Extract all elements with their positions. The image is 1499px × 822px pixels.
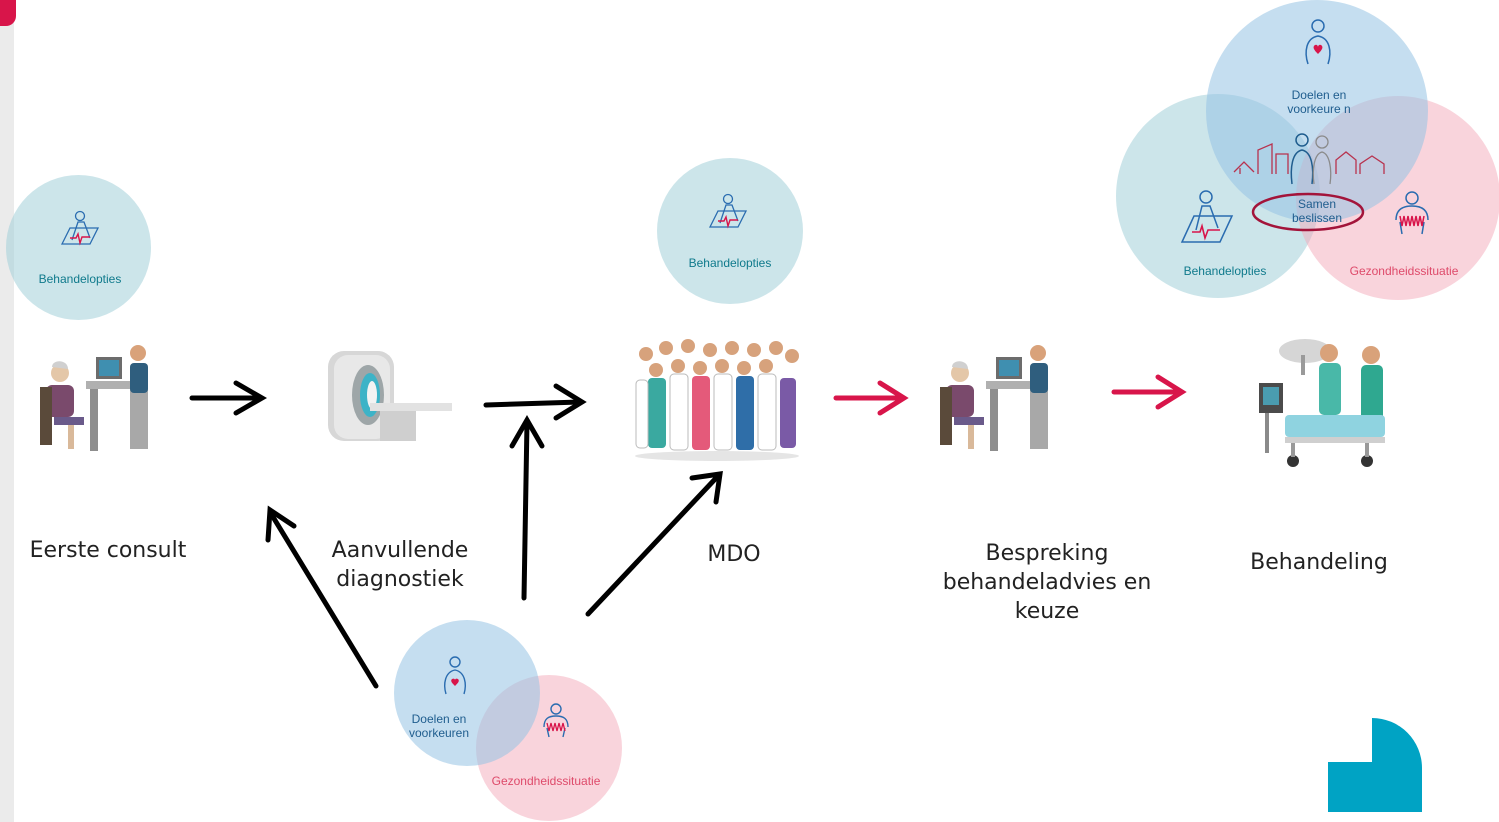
behandelopties-label-mdo: Behandelopties — [688, 256, 772, 270]
arrow-input-to-mdo — [585, 471, 723, 617]
gezondheid-label-venn: Gezondheidssituatie — [1349, 264, 1459, 278]
gezondheid-label-bottom: Gezondheidssituatie — [491, 774, 601, 788]
step-label-behandeling: Behandeling — [1250, 550, 1388, 575]
doelen-label-bottom: Doelen en voorkeuren — [408, 712, 470, 740]
doelen-label-venn: Doelen en voorkeure n — [1287, 88, 1351, 116]
step-label-aanvullende-diagnostiek: Aanvullende diagnostiek — [331, 538, 469, 592]
behandelopties-bubble-left — [6, 175, 151, 320]
step-label-mdo: MDO — [707, 542, 761, 567]
step-label-eerste-consult: Eerste consult — [29, 538, 187, 563]
patient-heart-icon — [444, 656, 466, 695]
behandelopties-label-venn: Behandelopties — [1183, 264, 1267, 278]
treatment-options-icon — [708, 193, 748, 229]
consultation-illustration — [40, 345, 148, 451]
arrow-input-to-diagnostics-link — [509, 414, 545, 601]
treatment-options-icon — [1180, 190, 1234, 243]
bottom-doelen-circle — [394, 620, 540, 766]
behandelopties-label-left: Behandelopties — [38, 272, 122, 286]
brand-logo — [1328, 718, 1422, 812]
samen-beslissen-ring — [1251, 192, 1365, 232]
health-status-icon — [1395, 191, 1429, 235]
treatment-options-icon — [60, 210, 100, 246]
arrow-mdo-to-bespreking — [833, 380, 909, 416]
city-and-people-icon — [1233, 133, 1385, 185]
arrow-consult-to-diagnostics — [189, 380, 268, 416]
arrow-diagnostics-to-mdo — [483, 383, 587, 421]
venn-doelen-circle — [1206, 0, 1428, 222]
step-label-bespreking: Bespreking behandeladvies en keuze — [942, 541, 1152, 624]
mri-scanner-illustration — [328, 351, 452, 441]
left-accent-mark — [0, 0, 16, 26]
health-status-icon — [543, 703, 569, 738]
patient-heart-icon — [1305, 19, 1331, 65]
medical-team-illustration — [635, 339, 799, 461]
behandelopties-bubble-mdo — [657, 158, 803, 304]
arrow-bespreking-to-behandeling — [1111, 374, 1187, 410]
consultation-illustration — [940, 345, 1048, 451]
operating-room-illustration — [1259, 339, 1385, 467]
arrow-input-to-consult — [265, 505, 379, 689]
samen-beslissen-label: Samen beslissen — [1291, 197, 1343, 225]
left-sidebar-strip — [0, 0, 14, 822]
